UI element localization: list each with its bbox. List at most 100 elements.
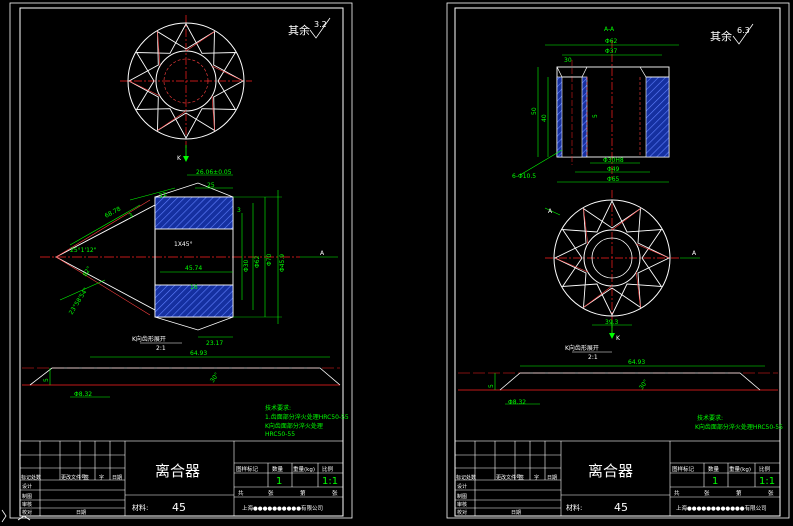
left-dev-length: 64.93	[190, 350, 207, 357]
right-part-name: 离合器	[588, 462, 633, 480]
right-rev-h-1: 处数	[466, 474, 476, 481]
left-quantity: 1	[276, 476, 282, 487]
left-sheet-1: 张	[268, 489, 274, 497]
right-section-view: Φ62 Φ37 30 50 40 5 6-Φ10.5 Φ30H8 Φ49 Φ65	[512, 38, 679, 183]
left-sig-3: 校对	[22, 509, 32, 516]
right-rev-h-4: 字	[534, 474, 539, 481]
right-sig-3: 校对	[457, 509, 467, 516]
right-col-1: 数量	[708, 465, 720, 473]
right-rev-h-0: 标记	[456, 474, 466, 481]
right-dim-5: 5	[592, 114, 599, 118]
left-dim-2317: 23.17	[206, 340, 223, 347]
left-sig-1: 制图	[22, 493, 32, 500]
sheet-left-inner-frame	[19, 7, 344, 517]
left-tech-line-3: HRC50-55	[265, 431, 295, 438]
right-section-mark: K	[616, 335, 621, 342]
right-cut-label-a: A	[548, 208, 553, 215]
right-roughness-prefix: 其余	[710, 29, 732, 43]
right-tech-line-1: K向齿面部分淬火处理HRC50-55	[695, 423, 783, 431]
left-tech-title: 技术要求:	[265, 404, 291, 412]
left-dim-25: 25	[207, 182, 215, 189]
right-dim-30: 30	[564, 57, 572, 64]
sheet-left: 其余 3.2 K	[9, 2, 353, 519]
right-section-title: A-A	[604, 26, 615, 33]
right-date-label: 日期	[511, 510, 521, 516]
right-hatch-right	[645, 76, 670, 158]
right-rev-h-3: 签	[519, 474, 524, 481]
right-rev-h-2: 更改文件号	[496, 474, 521, 481]
left-sheet-2: 第	[300, 489, 306, 497]
left-part-name: 离合器	[155, 462, 200, 480]
left-roughness-symbol	[309, 17, 331, 39]
left-col-0: 图样标记	[236, 465, 259, 473]
right-tech-title: 技术要求:	[697, 414, 723, 422]
right-dim-65: Φ65	[607, 176, 620, 183]
left-material: 45	[172, 501, 186, 514]
right-dev-length: 64.93	[628, 359, 645, 366]
left-date-label: 日期	[76, 510, 86, 516]
right-sig-2: 审核	[457, 501, 467, 508]
left-dim-chamfer: 1X45°	[174, 241, 193, 248]
left-scale: 1:1	[322, 476, 338, 487]
right-scale: 1:1	[759, 476, 775, 487]
left-detail-scale: 2:1	[156, 345, 166, 352]
left-rev-h-0: 标记	[21, 474, 31, 481]
right-rev-h-5: 日期	[547, 475, 557, 481]
left-section-view: 26.06±0.05 25 22 68.78 3 1X45° 45.74 16 …	[40, 169, 338, 347]
left-col-3: 比例	[322, 465, 334, 473]
left-dev-angle: 30°	[209, 371, 221, 384]
left-col-2: 重量(kg)	[293, 465, 315, 473]
left-dim-16: 16	[190, 284, 198, 291]
right-dim-62: Φ62	[605, 38, 618, 45]
left-rev-h-5: 日期	[112, 475, 122, 481]
svg-text:A: A	[320, 250, 325, 257]
left-material-label: 材料:	[132, 503, 148, 512]
right-company: 上海●●●●●●●●●●●●有限公司	[676, 504, 767, 512]
right-material: 45	[614, 501, 628, 514]
left-rev-h-1: 处数	[31, 474, 41, 481]
right-detail-scale: 2:1	[588, 354, 598, 361]
left-dim-3b: 3	[237, 207, 241, 214]
right-sheet-0: 共	[674, 489, 680, 497]
sheet-left-outer-frame	[9, 2, 353, 519]
right-sig-0: 设计	[457, 483, 467, 490]
left-roughness-value: 3.2	[314, 20, 327, 29]
left-dim-deg-a: 23°58'54"	[68, 286, 90, 316]
left-top-view: K	[120, 15, 252, 162]
ucs-icon	[1, 509, 31, 523]
left-roughness-prefix: 其余	[288, 23, 310, 37]
left-dev-base: Φ8.32	[74, 391, 92, 398]
left-detail-label: K向齿形展开	[132, 335, 166, 343]
right-quantity: 1	[712, 476, 718, 487]
left-development: 64.93 5 Φ8.32 30°	[22, 350, 341, 398]
right-dev-height: 5	[488, 384, 495, 388]
right-development: 64.93 5 Φ8.32 30°	[458, 359, 778, 406]
right-col-0: 图样标记	[672, 465, 695, 473]
right-material-label: 材料:	[566, 503, 582, 512]
left-dim-26: 26.06±0.05	[196, 169, 232, 176]
left-rev-h-3: 签	[84, 474, 89, 481]
left-dev-height: 5	[43, 378, 50, 382]
left-dim-4574: 45.74	[185, 265, 202, 272]
left-dim-6878: 68.78	[104, 205, 123, 219]
left-dim-phi70: Φ70	[266, 253, 273, 266]
right-detail-label: K向齿形展开	[565, 344, 599, 352]
right-dim-40: 40	[541, 114, 548, 122]
sheet-right-inner-frame	[454, 7, 781, 517]
left-dim-phi62: Φ62	[254, 255, 261, 268]
right-roughness-symbol	[732, 23, 754, 45]
right-col-2: 重量(kg)	[729, 465, 751, 473]
sheet-right-outer-frame	[446, 2, 790, 519]
right-sig-1: 制图	[457, 493, 467, 500]
left-dim-phi459: Φ45.9	[279, 254, 286, 272]
left-dim-angle82: 82°	[82, 265, 93, 278]
right-dev-base: Φ8.32	[508, 399, 526, 406]
right-dim-50: 50	[531, 107, 538, 115]
left-title-block	[19, 440, 344, 517]
left-sig-2: 审核	[22, 501, 32, 508]
right-sheet-2: 第	[736, 489, 742, 497]
right-sheet-1: 张	[704, 489, 710, 497]
left-sheet-3: 张	[332, 489, 338, 497]
left-dim-phi30: Φ30	[243, 259, 250, 272]
